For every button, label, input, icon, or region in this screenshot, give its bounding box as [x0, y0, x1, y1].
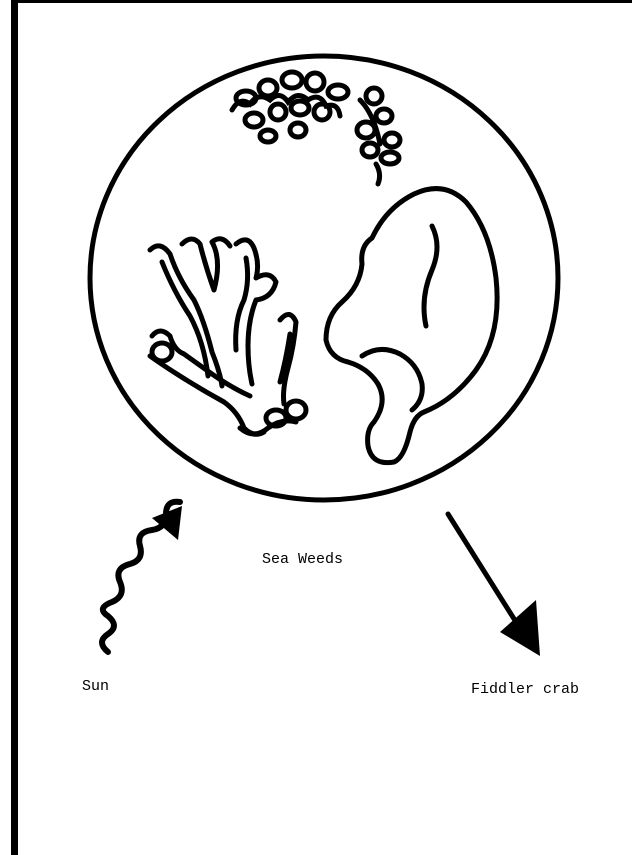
label-sun: Sun	[82, 678, 109, 695]
seaweed-blob-icon	[326, 189, 497, 463]
seaweed-cluster-icon	[232, 72, 400, 184]
arrow-to-crab-icon	[448, 514, 540, 656]
sun-wavy-arrow-icon	[102, 502, 182, 652]
label-fiddler-crab: Fiddler crab	[471, 681, 579, 698]
seaweed-circle	[90, 56, 558, 500]
label-sea-weeds: Sea Weeds	[262, 551, 343, 568]
seaweed-branch-icon	[150, 239, 306, 434]
